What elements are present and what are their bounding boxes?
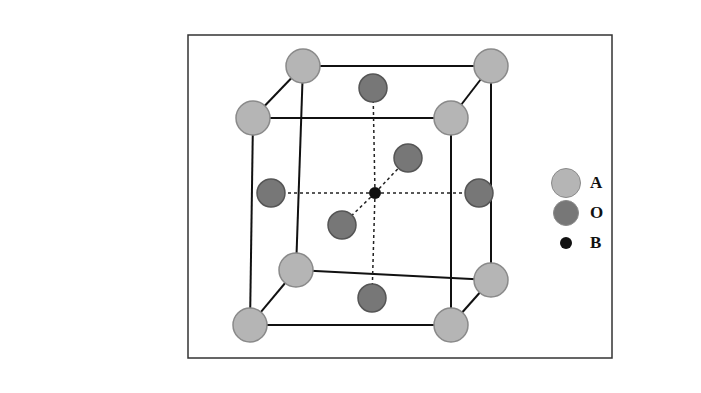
b-atom — [369, 187, 381, 199]
frame — [188, 35, 612, 358]
bond-lines — [271, 88, 479, 298]
legend-swatch — [551, 168, 581, 198]
a-atoms — [233, 49, 508, 342]
legend-swatch — [553, 200, 579, 226]
cube-edges — [250, 66, 491, 325]
o-atoms — [257, 74, 493, 312]
legend-label: A — [590, 173, 602, 193]
legend-swatch — [560, 237, 572, 249]
legend-label: O — [590, 203, 603, 223]
legend-label: B — [590, 233, 601, 253]
